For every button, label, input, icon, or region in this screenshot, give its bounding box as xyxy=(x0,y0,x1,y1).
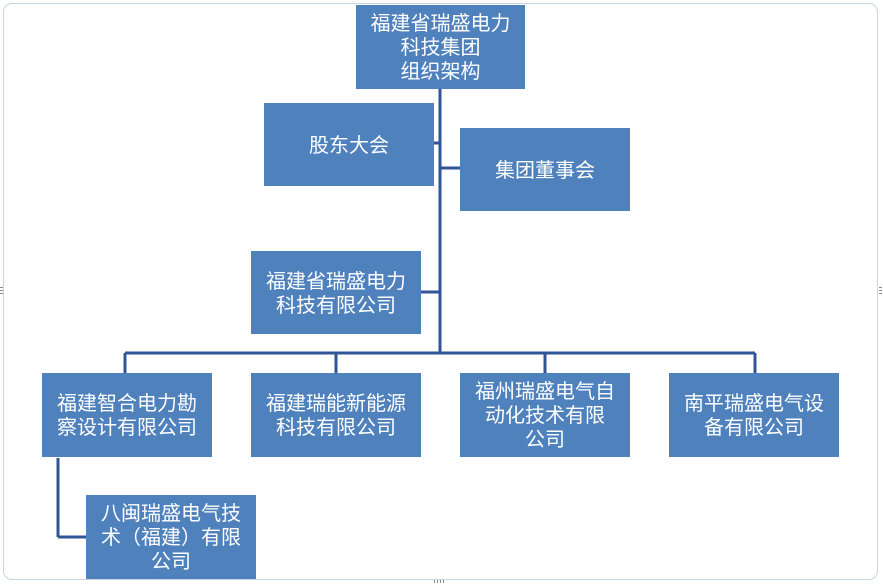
subsidiary-node-4[interactable]: 南平瑞盛电气设 备有限公司 xyxy=(669,373,839,457)
company-node[interactable]: 福建省瑞盛电力 科技有限公司 xyxy=(251,251,421,334)
resize-handle-right[interactable] xyxy=(879,287,882,296)
subsidiary-node-1[interactable]: 福建智合电力勘 察设计有限公司 xyxy=(42,373,212,457)
shareholders-node[interactable]: 股东大会 xyxy=(264,103,434,186)
root-node[interactable]: 福建省瑞盛电力 科技集团 组织架构 xyxy=(356,5,525,89)
resize-handle-left[interactable] xyxy=(0,287,3,296)
subsidiary-node-2[interactable]: 福建瑞能新能源 科技有限公司 xyxy=(251,373,421,457)
board-node[interactable]: 集团董事会 xyxy=(460,128,630,211)
resize-handle-bottom[interactable] xyxy=(434,580,446,583)
sub-subsidiary-node[interactable]: 八闽瑞盛电气技 术（福建）有限 公司 xyxy=(86,495,256,579)
subsidiary-node-3[interactable]: 福州瑞盛电气自 动化技术有限 公司 xyxy=(460,373,630,457)
